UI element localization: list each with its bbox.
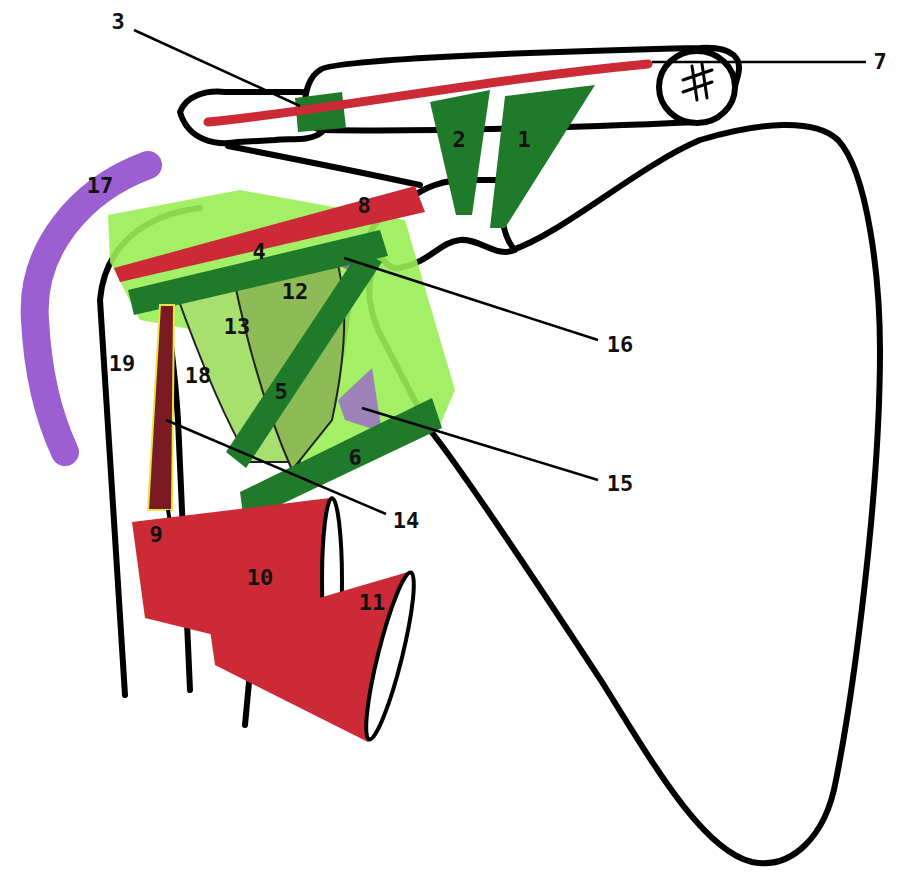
red-band-8 — [114, 186, 425, 282]
callout-number: 12 — [282, 281, 309, 303]
leader-line — [652, 61, 866, 64]
callout-number: 10 — [247, 567, 274, 589]
purple-region — [338, 368, 382, 432]
bone-cut-hatch — [683, 64, 712, 100]
leader-line — [134, 30, 300, 106]
callout-number: 11 — [359, 592, 386, 614]
ligament-6 — [240, 398, 442, 522]
callout-number: 4 — [252, 241, 265, 263]
callout-number: 7 — [873, 51, 886, 73]
callout-number: 3 — [111, 11, 124, 33]
callout-number: 9 — [149, 524, 162, 546]
callout-number: 1 — [517, 129, 530, 151]
callout-number: 13 — [224, 316, 251, 338]
callout-number: 15 — [607, 473, 634, 495]
leader-line — [362, 408, 598, 480]
leader-line — [344, 258, 598, 340]
muscle-11-cut — [358, 570, 423, 743]
callout-number: 8 — [357, 195, 370, 217]
callout-number: 18 — [185, 365, 212, 387]
callout-number: 14 — [393, 510, 420, 532]
scapula-outline — [369, 125, 880, 863]
callout-number: 19 — [109, 353, 136, 375]
ligament-2 — [430, 90, 490, 215]
tendon-9 — [148, 305, 174, 510]
callout-number: 2 — [452, 129, 465, 151]
ligament-1 — [490, 85, 595, 228]
purple-arc-17 — [35, 165, 148, 452]
scapular-spine — [228, 146, 420, 185]
callout-number: 5 — [274, 381, 287, 403]
leader-line — [166, 420, 386, 514]
callout-number: 16 — [607, 334, 634, 356]
callout-number: 17 — [87, 175, 114, 197]
callout-number: 6 — [348, 447, 361, 469]
